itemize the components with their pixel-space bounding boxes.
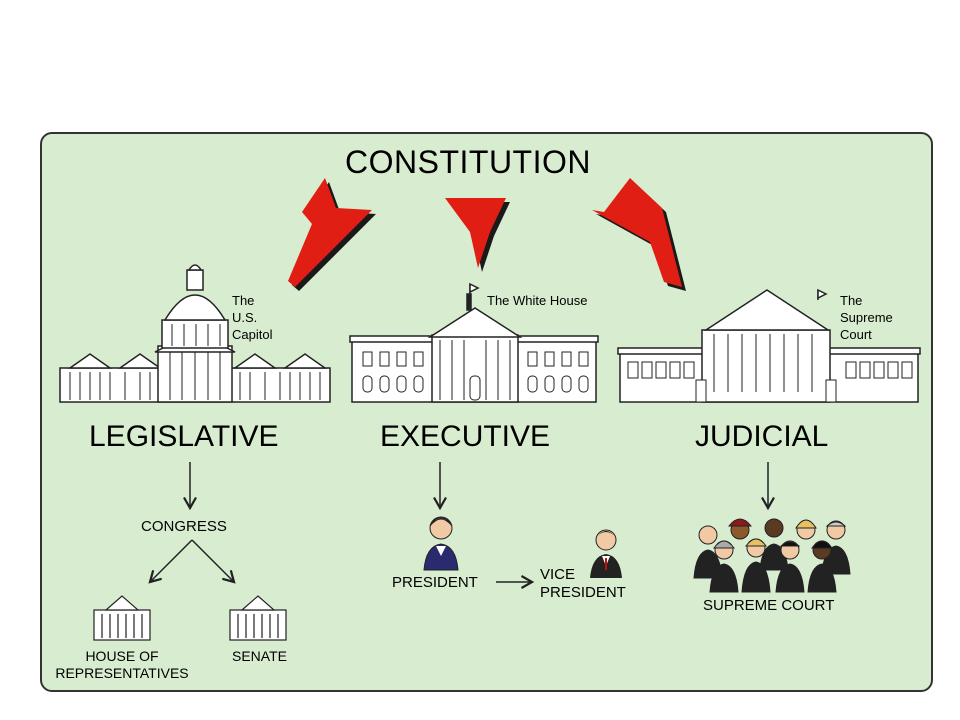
supreme-court-caption-line: Supreme <box>840 310 893 325</box>
supreme-court-caption: The Supreme Court <box>840 292 893 343</box>
supreme-court-label: SUPREME COURT <box>703 597 835 614</box>
white-house-caption: The White House <box>487 293 588 308</box>
justices-group-icon <box>693 518 851 593</box>
arrow-to-executive <box>445 198 510 272</box>
house-label-line: HOUSE OF <box>85 648 159 664</box>
senate-building-icon <box>229 595 287 641</box>
supreme-court-building-icon <box>617 288 921 403</box>
arrow-to-legislative <box>288 178 376 291</box>
house-label-line: REPRESENTATIVES <box>55 665 189 681</box>
branch-executive-label: EXECUTIVE <box>380 420 551 453</box>
vice-president-figure-icon <box>590 529 622 578</box>
white-house-building-icon <box>349 282 599 403</box>
vice-president-label-line: VICE <box>540 566 576 583</box>
arrow-congress-to-house <box>148 539 193 584</box>
supreme-court-caption-line: Court <box>840 327 872 342</box>
connector-arrows <box>148 462 775 589</box>
vice-president-label-line: PRESIDENT <box>540 584 626 601</box>
president-figure-icon <box>423 516 459 571</box>
senate-label: SENATE <box>232 648 287 664</box>
capitol-caption-line: U.S. <box>232 310 258 325</box>
branch-legislative-label: LEGISLATIVE <box>89 420 279 453</box>
supreme-court-caption-line: The <box>840 293 863 308</box>
capitol-caption-line: The <box>232 293 255 308</box>
house-label: HOUSE OF REPRESENTATIVES <box>52 648 192 682</box>
capitol-building-icon <box>59 264 331 403</box>
diagram-title: CONSTITUTION <box>345 144 591 180</box>
branch-judicial-label: JUDICIAL <box>695 420 829 453</box>
congress-label: CONGRESS <box>141 518 227 535</box>
arrow-to-judicial <box>592 178 686 291</box>
arrow-congress-to-senate <box>191 539 236 584</box>
capitol-caption-line: Capitol <box>232 327 273 342</box>
vice-president-label: VICE PRESIDENT <box>540 566 626 602</box>
president-label: PRESIDENT <box>392 574 478 591</box>
capitol-caption: The U.S. Capitol <box>232 292 272 343</box>
house-building-icon <box>93 595 151 641</box>
